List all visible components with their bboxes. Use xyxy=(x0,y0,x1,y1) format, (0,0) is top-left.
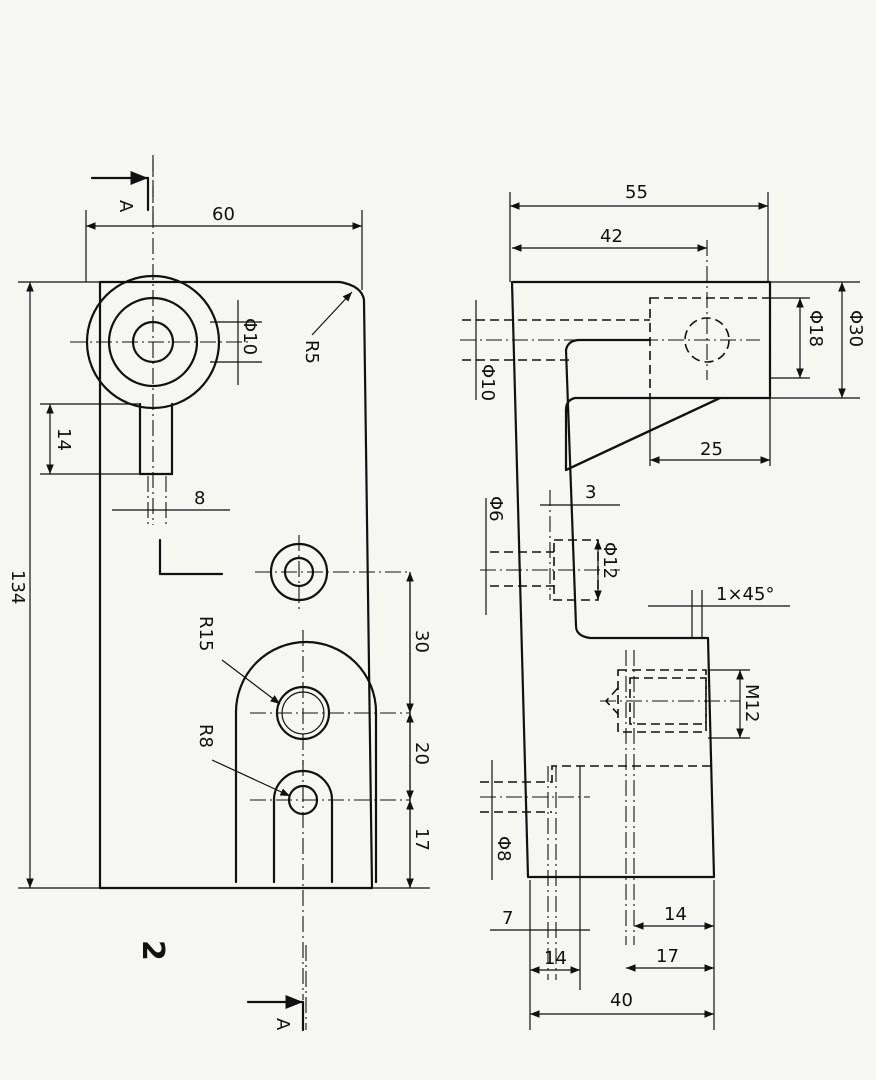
dim-wall: 3 xyxy=(585,482,596,503)
dim-corner-radius: R5 xyxy=(301,340,322,364)
side-view-outline xyxy=(510,280,772,879)
dim-spacing-1: 30 xyxy=(411,630,432,653)
figure-number: 2 xyxy=(135,940,170,961)
dim-slot-length: 14 xyxy=(53,428,74,451)
dim-width: 60 xyxy=(212,204,235,225)
dim-counterbore-diameter: Φ12 xyxy=(599,542,620,579)
dim-base-width: 40 xyxy=(610,990,633,1011)
dim-17: 17 xyxy=(656,946,679,967)
dim-chamfer: 1×45° xyxy=(716,584,774,605)
dim-height: 134 xyxy=(7,570,28,604)
front-view: A A 60 134 R5 Φ10 14 8 R15 R8 xyxy=(7,155,432,1032)
dim-14-right: 14 xyxy=(664,904,687,925)
dim-overall-width: 55 xyxy=(625,182,648,203)
dim-head-inner-diameter: Φ18 xyxy=(805,310,826,347)
dim-spacing-2: 20 xyxy=(411,742,432,765)
section-label-top: A xyxy=(115,200,136,213)
dim-head-outer-diameter: Φ30 xyxy=(845,310,866,347)
front-view-outline xyxy=(98,280,374,890)
side-view: 55 42 Φ30 Φ18 25 Φ10 Φ6 3 Φ12 xyxy=(460,182,866,1030)
dim-slot-end-radius: R8 xyxy=(195,724,216,748)
dim-14-left: 14 xyxy=(544,948,567,969)
dim-7: 7 xyxy=(502,908,513,929)
lower-arch xyxy=(234,640,378,884)
dim-bore-diameter: Φ10 xyxy=(239,318,260,355)
dim-small-hole-diameter: Φ8 xyxy=(493,836,514,862)
dim-head-width: 25 xyxy=(700,439,723,460)
section-label-bottom: A xyxy=(272,1018,293,1031)
dim-pin-diameter: Φ10 xyxy=(477,364,498,401)
dim-slot-offset: 8 xyxy=(194,488,205,509)
dim-thread: M12 xyxy=(741,684,762,722)
dim-head-offset: 42 xyxy=(600,226,623,247)
dim-hole-diameter: Φ6 xyxy=(485,496,506,522)
dim-boss-radius: R15 xyxy=(195,616,216,651)
dim-spacing-3: 17 xyxy=(411,828,432,851)
